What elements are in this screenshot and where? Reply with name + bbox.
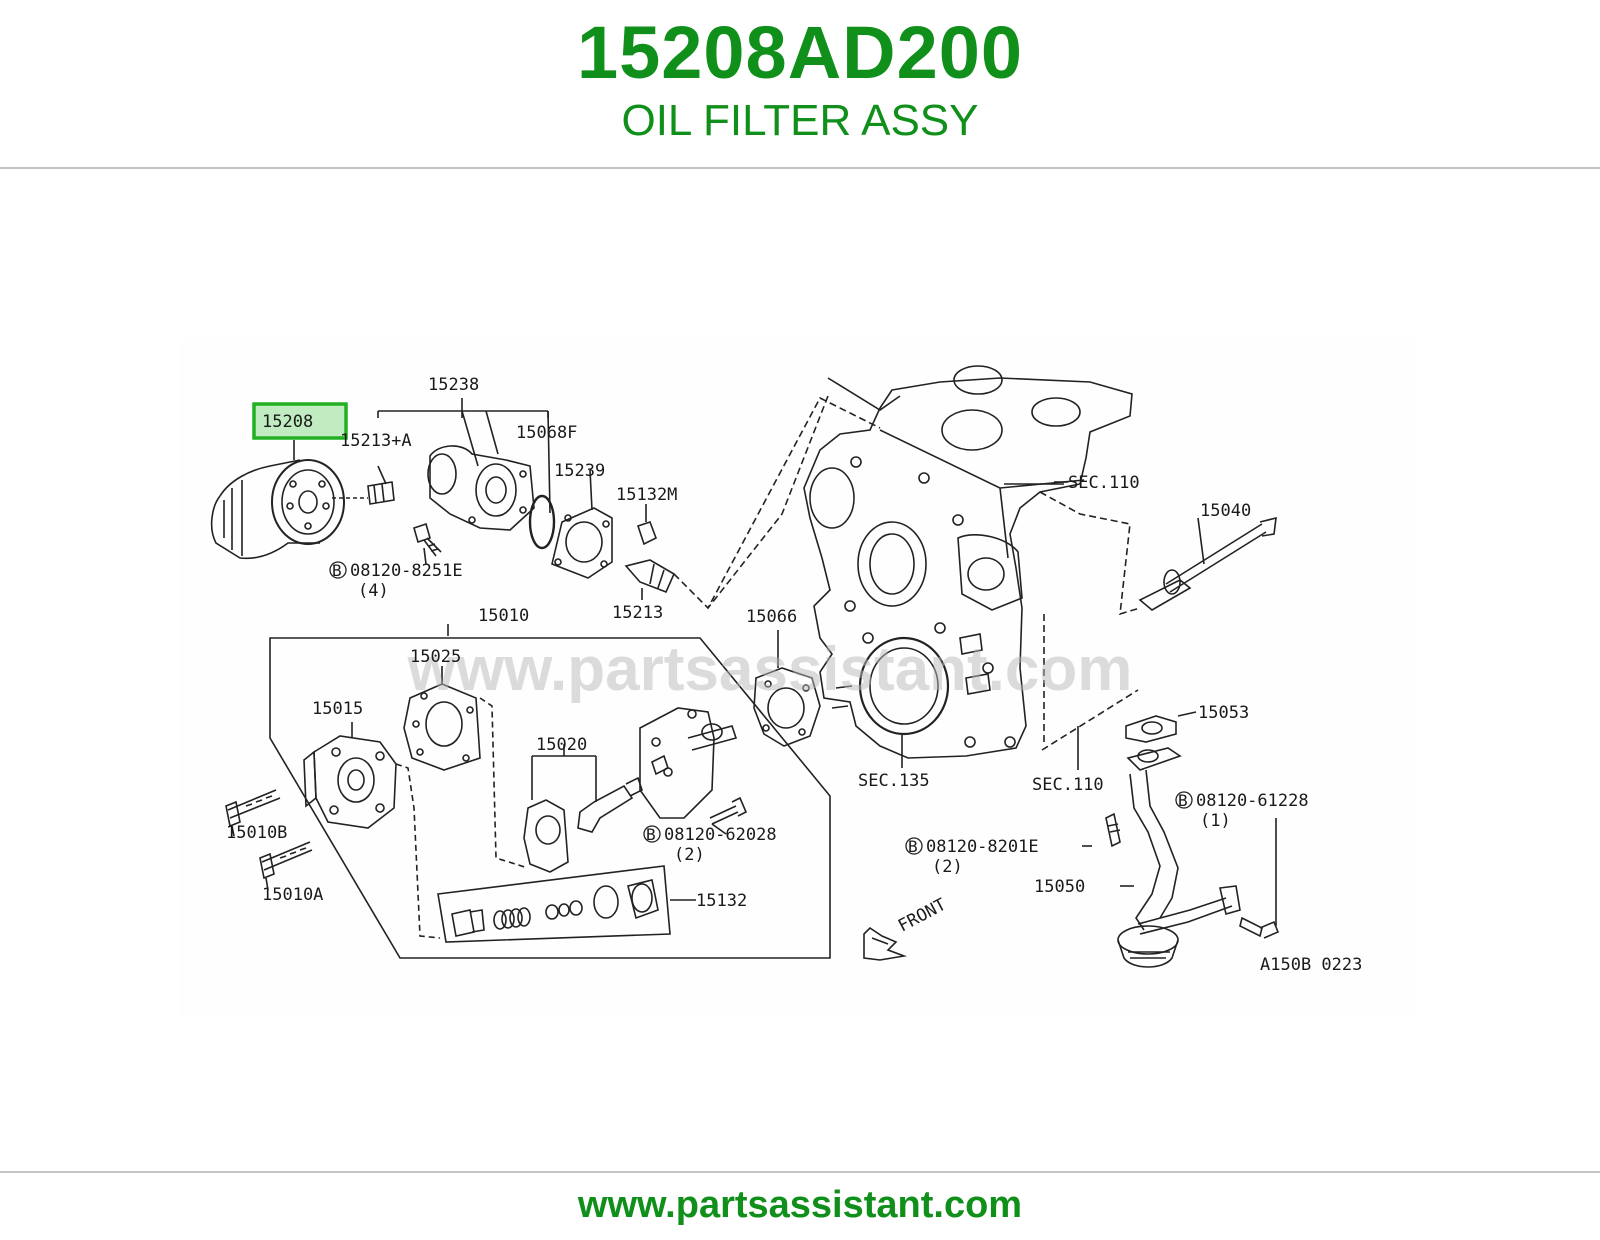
- oil-pump-group-drawing: [269, 624, 831, 959]
- bolt-marker-62028: B: [646, 825, 656, 844]
- callout-sec135[interactable]: SEC.135: [858, 771, 930, 791]
- highlight-box: [252, 402, 348, 440]
- callout-08120-62028[interactable]: 08120-62028: [664, 825, 777, 845]
- callout-15213a[interactable]: 15213+A: [340, 431, 412, 451]
- callout-15025[interactable]: 15025: [410, 647, 461, 667]
- callout-15050[interactable]: 15050: [1034, 877, 1085, 897]
- parts-diagram: www.partsassistant.com 15208 15238 15213…: [180, 338, 1418, 1016]
- callout-08120-8201e[interactable]: 08120-8201E: [926, 837, 1039, 857]
- callout-sec110-bottom[interactable]: SEC.110: [1032, 775, 1104, 795]
- callout-15010[interactable]: 15010: [478, 606, 529, 626]
- footer-divider: [0, 1171, 1600, 1173]
- part-number-title: 15208AD200: [576, 11, 1024, 94]
- callout-15066[interactable]: 15066: [746, 607, 797, 627]
- callout-15238[interactable]: 15238: [428, 375, 479, 395]
- bolt-marker-8251e: B: [332, 561, 342, 580]
- diagram-canvas: www.partsassistant.com 15208 15238 15213…: [180, 338, 1418, 1016]
- callout-08120-61228-qty: (1): [1200, 811, 1231, 831]
- callout-sec110-top[interactable]: SEC.110: [1068, 473, 1140, 493]
- callout-15213[interactable]: 15213: [612, 603, 663, 623]
- callout-15020[interactable]: 15020: [536, 735, 587, 755]
- callout-15208-highlighted[interactable]: 15208: [262, 412, 313, 432]
- callout-15010b[interactable]: 15010B: [226, 823, 287, 843]
- callout-15015[interactable]: 15015: [312, 699, 363, 719]
- engine-block-drawing: [803, 365, 1133, 759]
- callout-15040[interactable]: 15040: [1200, 501, 1251, 521]
- callout-15053[interactable]: 15053: [1198, 703, 1249, 723]
- callout-labels: 15208 15238 15213+A 15068F 15239 15132M …: [226, 375, 1362, 975]
- callout-15010a[interactable]: 15010A: [262, 885, 323, 905]
- callout-08120-8251e-qty: (4): [358, 581, 389, 601]
- bolt-marker-61228: B: [1178, 791, 1188, 810]
- callout-08120-62028-qty: (2): [674, 845, 705, 865]
- callout-15068f[interactable]: 15068F: [516, 423, 577, 443]
- callout-08120-8251e[interactable]: 08120-8251E: [350, 561, 463, 581]
- bolt-marker-8201e: B: [908, 837, 918, 856]
- callout-15132[interactable]: 15132: [696, 891, 747, 911]
- callout-15132m[interactable]: 15132M: [616, 485, 677, 505]
- footer-website-link[interactable]: www.partsassistant.com: [577, 1184, 1023, 1226]
- drawing-code: A150B 0223: [1260, 955, 1362, 975]
- callout-08120-61228[interactable]: 08120-61228: [1196, 791, 1309, 811]
- part-name-subtitle: OIL FILTER ASSY: [621, 96, 979, 145]
- oil-filter-drawing: [210, 459, 368, 560]
- watermark-text: www.partsassistant.com: [407, 635, 1133, 704]
- callout-08120-8201e-qty: (2): [932, 857, 963, 877]
- header-divider: [0, 167, 1600, 169]
- callout-15239[interactable]: 15239: [554, 461, 605, 481]
- page-header: 15208AD200 OIL FILTER ASSY: [0, 0, 1600, 168]
